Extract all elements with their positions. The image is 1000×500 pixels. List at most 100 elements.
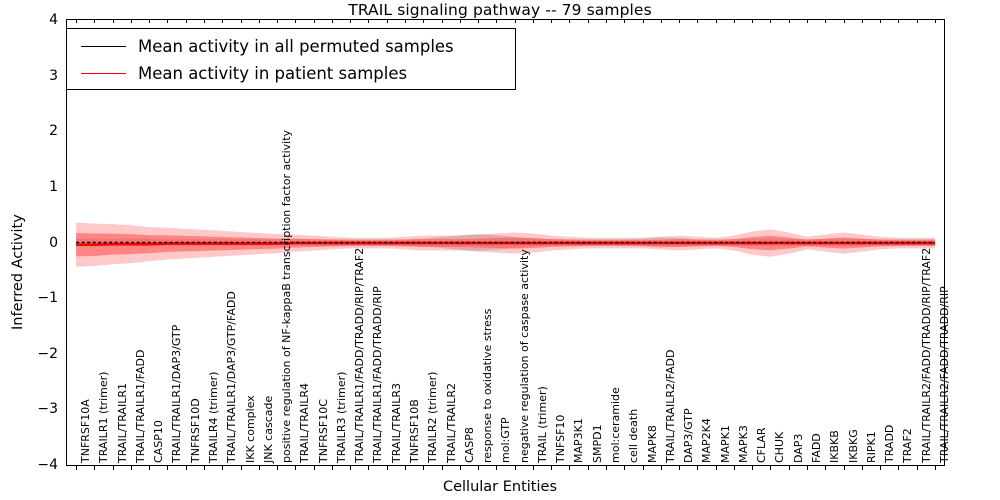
x-tick-mark-top [441, 19, 443, 23]
x-tick-label: TRAIL/TRAILR1/FADD [133, 349, 147, 463]
x-tick-mark [514, 466, 516, 470]
x-tick-mark-top [916, 19, 918, 23]
x-tick-mark [277, 466, 279, 470]
x-tick-mark [660, 466, 662, 470]
x-tick-mark-top [605, 19, 607, 23]
x-tick-mark [459, 466, 461, 470]
x-tick-label: FADD [809, 433, 823, 463]
x-tick-label: negative regulation of caspase activity [517, 249, 531, 463]
x-tick-label: TRAIL (trimer) [535, 386, 549, 463]
x-tick-mark [130, 466, 132, 470]
x-tick-mark-top [934, 19, 936, 23]
x-tick-mark [532, 466, 534, 470]
x-tick-mark-top [825, 19, 827, 23]
y-tick-label: 4 [49, 12, 58, 28]
x-tick-mark-top [185, 19, 187, 23]
x-tick-mark-top [240, 19, 242, 23]
x-tick-label: mol:GTP [499, 417, 513, 463]
x-tick-mark [679, 466, 681, 470]
x-tick-mark-top [679, 19, 681, 23]
x-tick-label: TRAIL/TRAILR1/DAP3/GTP [170, 324, 184, 463]
x-tick-label: TNFRSF10C [316, 399, 330, 463]
x-tick-mark [916, 466, 918, 470]
x-tick-mark-top [843, 19, 845, 23]
legend-item-patient: Mean activity in patient samples [75, 60, 507, 87]
x-tick-label: MAPK3 [736, 425, 750, 463]
x-tick-mark-top [405, 19, 406, 23]
y-tick-label: 2 [49, 123, 58, 140]
x-tick-label: CHUK [773, 431, 787, 463]
x-tick-mark [496, 466, 498, 470]
x-tick-mark [551, 466, 553, 470]
x-tick-mark-top [624, 19, 626, 23]
x-tick-label: IKBKG [846, 429, 860, 463]
x-tick-label: TRAIL/TRAILR2 [444, 383, 458, 463]
x-tick-mark-top [880, 19, 882, 23]
x-tick-mark-top [277, 19, 279, 23]
x-tick-mark-top [130, 19, 132, 23]
x-tick-label: TRAILR3 (trimer) [334, 371, 348, 463]
x-tick-mark [880, 466, 882, 470]
x-tick-label: SMPD1 [590, 424, 604, 463]
x-tick-label: MAP2K4 [700, 418, 714, 463]
x-tick-label: TRAIL/TRAILR4 [298, 383, 312, 463]
y-tick-label: −4 [37, 457, 58, 473]
legend-swatch-red-line-icon [81, 73, 126, 74]
x-tick-label: TNFRSF10B [408, 399, 421, 463]
x-tick-mark-top [167, 19, 169, 23]
x-axis-label: Cellular Entities [442, 479, 558, 495]
x-tick-label: CFLAR [755, 427, 769, 463]
x-tick-mark-top [532, 19, 534, 23]
x-tick-label: CASP10 [152, 420, 166, 463]
x-tick-mark-top [295, 19, 297, 23]
x-tick-mark [898, 466, 900, 470]
x-tick-mark-top [386, 19, 388, 23]
plot-inner [67, 20, 944, 465]
x-tick-label: TRAIL/TRAILR1/DAP3/GTP/FADD [225, 291, 239, 463]
x-tick-mark-top [861, 19, 863, 23]
x-tick-mark-top [806, 19, 808, 23]
x-tick-mark [222, 466, 224, 470]
x-tick-label: TRAILR2 (trimer) [426, 371, 440, 463]
x-tick-mark [788, 466, 790, 470]
legend-swatch-black-line-icon [81, 46, 126, 47]
x-tick-label: DAP3/GTP [682, 408, 696, 463]
x-tick-mark [806, 466, 808, 470]
x-tick-mark [240, 466, 242, 470]
x-tick-mark [405, 466, 406, 470]
y-tick-label: −2 [37, 345, 58, 362]
legend-label-permuted: Mean activity in all permuted samples [138, 37, 454, 56]
y-tick-label: 0 [49, 234, 58, 251]
x-tick-label: TRAIL/TRAILR1/FADD/TRADD/RIP/TRAF2 [353, 247, 367, 463]
x-tick-mark-top [368, 19, 370, 23]
x-tick-mark [569, 466, 571, 470]
x-tick-mark [331, 466, 333, 470]
x-tick-mark-top [76, 19, 78, 23]
x-tick-label: TRADD [883, 424, 897, 463]
x-tick-mark [715, 466, 717, 470]
x-tick-label: JNK cascade [261, 395, 275, 463]
x-tick-mark-top [496, 19, 498, 23]
x-tick-mark-top [551, 19, 553, 23]
x-tick-label: TRAIL/TRAILR3 [389, 383, 403, 463]
x-tick-mark-top [222, 19, 224, 23]
x-tick-label: TRAILR1 (trimer) [97, 371, 111, 463]
x-tick-mark-top [423, 19, 425, 23]
data-series-layer [76, 222, 935, 267]
chart-title: TRAIL signaling pathway -- 79 samples [348, 1, 652, 19]
x-tick-label: TRAILR4 (trimer) [207, 371, 221, 463]
x-tick-mark-top [331, 19, 333, 23]
x-tick-label: DAP3 [791, 433, 805, 463]
x-tick-mark-top [94, 19, 96, 23]
x-tick-label: IKK complex [243, 395, 257, 463]
x-tick-mark [624, 466, 626, 470]
x-tick-mark-top [112, 19, 114, 23]
x-tick-mark-top [514, 19, 516, 23]
x-tick-mark [258, 466, 260, 470]
x-tick-mark-top [733, 19, 735, 23]
x-tick-label: TRAIL/TRAILR1 [115, 383, 129, 463]
x-tick-label: positive regulation of NF-kappaB transcr… [280, 129, 294, 463]
plot-area [66, 19, 945, 466]
x-tick-mark [386, 466, 388, 470]
